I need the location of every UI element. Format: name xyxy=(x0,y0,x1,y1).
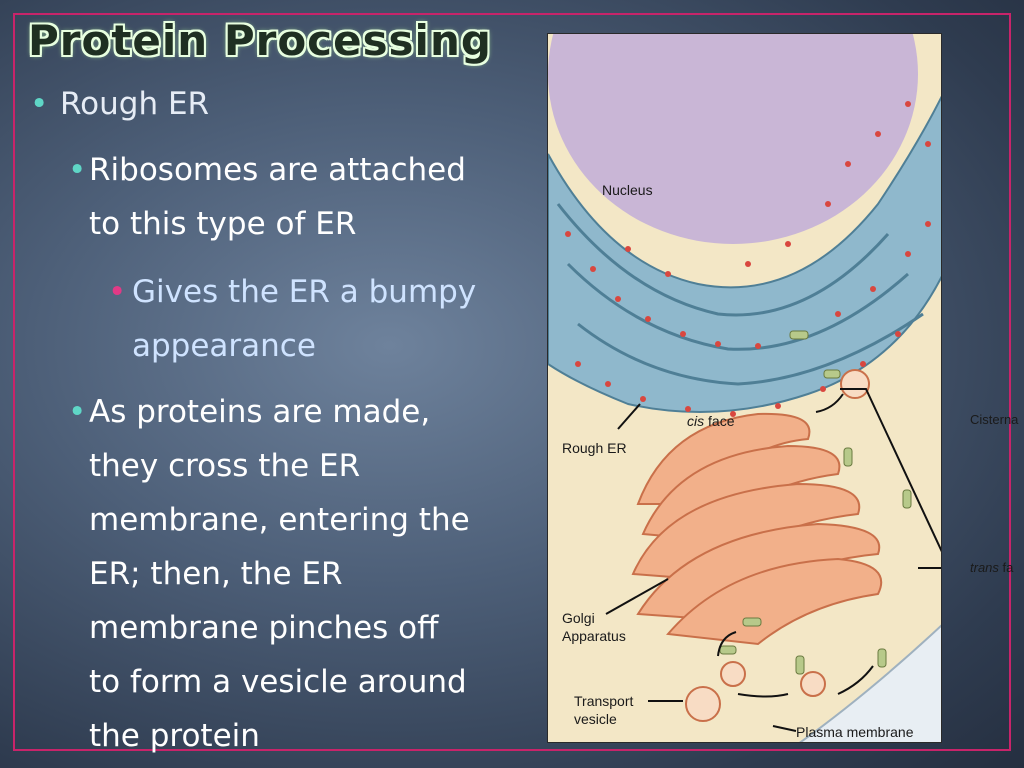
bullet-line: to form a vesicle around xyxy=(89,664,467,700)
bullet-line: to this type of ER xyxy=(89,206,357,242)
ribosomes xyxy=(565,101,931,417)
slide-title: Protein Processing xyxy=(28,16,492,65)
bullet-dot-icon: • xyxy=(108,274,127,310)
label-cis-rest: face xyxy=(704,413,735,429)
label-golgi-line1: Golgi xyxy=(562,610,595,626)
cell-diagram-svg xyxy=(548,34,941,742)
label-transport-line2: vesicle xyxy=(574,711,617,727)
bullet-list: • Rough ER • Ribosomes are attached to t… xyxy=(30,86,477,754)
label-trans-rest: fa xyxy=(998,560,1014,575)
er-fold xyxy=(556,203,890,317)
label-trans-face: trans fa xyxy=(970,560,1013,575)
bullet-dot-icon: • xyxy=(68,394,87,430)
rough-er-shape xyxy=(548,95,941,413)
bullet-line: the protein xyxy=(89,718,260,754)
label-golgi: Golgi Apparatus xyxy=(562,609,626,645)
bullet-text: Rough ER xyxy=(60,86,210,122)
bullet-dot-icon: • xyxy=(30,86,49,122)
nucleus-shape xyxy=(548,34,918,244)
bullet-dot-icon: • xyxy=(68,152,87,188)
label-transport-vesicle: Transport vesicle xyxy=(574,692,633,728)
cell-diagram: Nucleus Rough ER cis face Golgi Apparatu… xyxy=(547,33,942,743)
flow-arrows xyxy=(717,388,941,698)
label-cis-face: cis face xyxy=(687,413,734,429)
bullet-line: membrane pinches off xyxy=(89,610,439,646)
label-nucleus: Nucleus xyxy=(602,182,653,198)
bullet-line: ER; then, the ER xyxy=(89,556,343,592)
protein-markers xyxy=(719,330,912,675)
leader-lines xyxy=(605,403,941,732)
bullet-line: Ribosomes are attached xyxy=(89,152,466,188)
er-fold xyxy=(577,312,924,386)
label-rough-er: Rough ER xyxy=(562,440,627,456)
vesicles xyxy=(685,369,870,722)
label-cisternae: Cisterna xyxy=(970,412,1019,427)
plasma-membrane-shape xyxy=(799,624,941,742)
label-trans-italic: trans xyxy=(970,560,999,575)
bullet-line: appearance xyxy=(132,328,316,364)
bullet-line: they cross the ER xyxy=(89,448,361,484)
bullet-line: membrane, entering the xyxy=(89,502,470,538)
label-golgi-line2: Apparatus xyxy=(562,628,626,644)
bullet-line: Gives the ER a bumpy xyxy=(132,274,477,310)
er-fold xyxy=(566,262,909,351)
golgi-apparatus xyxy=(631,412,883,646)
label-cis-italic: cis xyxy=(687,413,705,429)
label-plasma-membrane: Plasma membrane xyxy=(796,724,914,740)
label-transport-line1: Transport xyxy=(574,693,634,709)
bullet-line: As proteins are made, xyxy=(89,394,431,430)
